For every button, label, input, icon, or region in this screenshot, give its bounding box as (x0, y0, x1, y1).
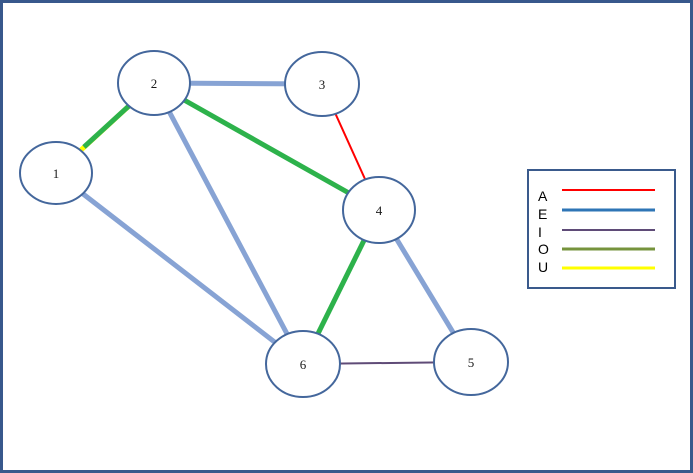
legend-label-a: A (538, 188, 548, 204)
node-5-label: 5 (468, 355, 475, 370)
node-6 (265, 330, 341, 398)
node-1 (19, 141, 93, 205)
edge-1-6 (54, 171, 305, 366)
node-2-label: 2 (151, 76, 158, 91)
node-3 (284, 51, 360, 117)
node-3-label: 3 (319, 77, 326, 92)
node-6-label: 6 (300, 357, 307, 372)
legend-label-u: U (538, 259, 548, 275)
legend-label-o: O (538, 241, 549, 257)
legend: A E I O U (527, 169, 676, 289)
legend-label-i: I (538, 224, 542, 240)
node-4 (342, 176, 416, 244)
edge-2-4 (152, 80, 381, 213)
legend-label-e: E (538, 206, 547, 222)
node-5 (433, 328, 509, 396)
node-2 (117, 50, 191, 116)
edge-2-6 (151, 81, 306, 366)
node-1-label: 1 (53, 166, 60, 181)
node-4-label: 4 (376, 203, 383, 218)
